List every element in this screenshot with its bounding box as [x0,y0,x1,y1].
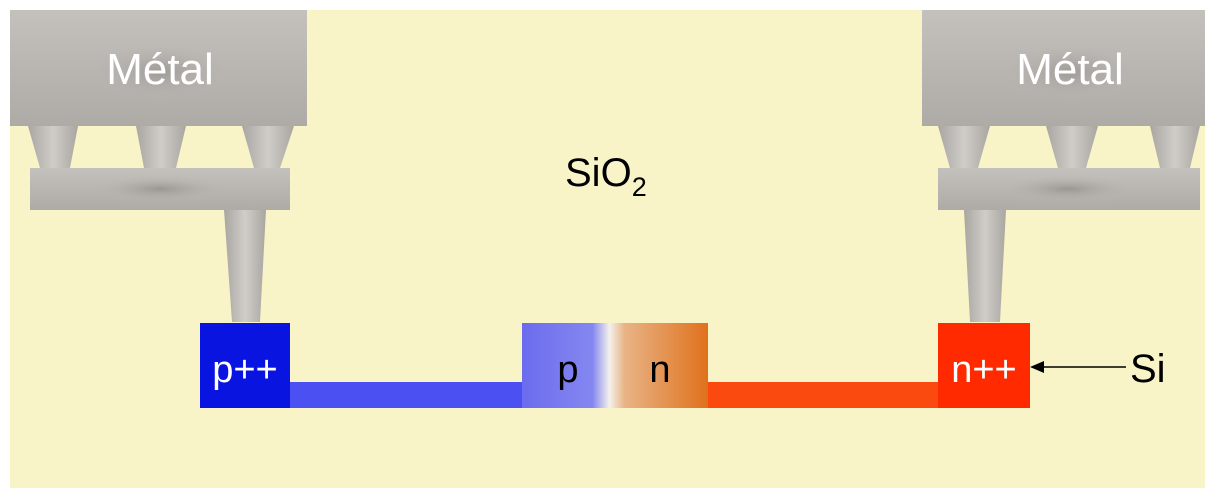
n-plus-plus-region [938,323,1030,408]
right-via-3 [1150,126,1200,168]
left-via-2 [136,126,186,168]
metal-right-label: Métal [1016,45,1124,94]
si-pointer [1030,361,1126,373]
sio2-label-base: SiO [565,151,632,195]
p-label: p [557,349,578,391]
si-arrow-head [1030,361,1044,373]
sio2-label: SiO2 [565,151,647,202]
p-wire [288,382,524,408]
right-via-2 [1046,126,1098,168]
left-via-3 [242,126,294,168]
n-wire [706,382,940,408]
p-plus-plus-label: p++ [212,349,278,391]
left-via-1 [28,126,78,168]
p-plus-plus-region [200,323,290,408]
left-metal-glow [85,42,235,102]
pn-junction-region [522,323,708,408]
si-label: Si [1130,347,1166,391]
right-metal-contact [922,10,1205,322]
left-plug [224,210,266,322]
right-pad-shade [998,175,1138,203]
right-via-1 [938,126,990,168]
metal-left-label: Métal [106,45,214,94]
left-metal-contact [10,10,307,322]
silicon-device [200,323,1030,408]
right-plug [964,210,1006,322]
n-label: n [649,349,670,391]
right-metal-glow [995,42,1145,102]
n-plus-plus-label: n++ [951,349,1017,391]
sio2-label-subscript: 2 [632,172,647,202]
left-pad-shade [90,175,230,203]
